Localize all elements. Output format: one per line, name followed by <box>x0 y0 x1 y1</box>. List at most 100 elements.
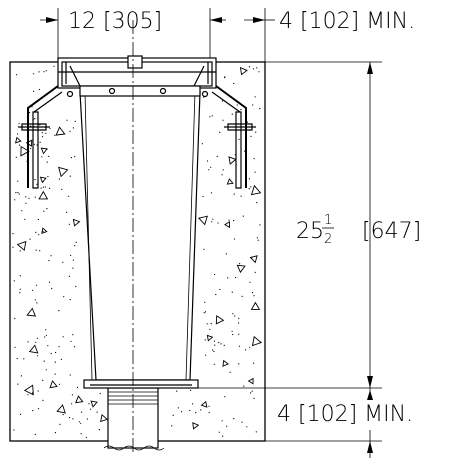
aggregate-dot <box>259 224 261 226</box>
aggregate-dot <box>218 341 220 344</box>
aggregate-dot <box>34 433 36 436</box>
aggregate-dot <box>72 418 74 420</box>
aggregate-dot <box>195 412 197 414</box>
aggregate-dot <box>209 116 211 118</box>
aggregate-dot <box>75 285 77 288</box>
aggregate-stone <box>56 404 66 414</box>
aggregate-dot <box>55 351 57 354</box>
aggregate-dot <box>213 340 215 342</box>
aggregate-dot <box>220 343 222 345</box>
aggregate-dot <box>34 118 36 120</box>
aggregate-stone <box>14 136 22 144</box>
aggregate-dot <box>44 186 47 188</box>
aggregate-dot <box>224 77 226 79</box>
aggregate-dot <box>37 355 39 357</box>
aggregate-dot <box>17 383 19 385</box>
aggregate-dot <box>13 280 15 282</box>
aggregate-dot <box>256 67 258 69</box>
aggregate-dot <box>246 426 248 428</box>
aggregate-stone <box>206 334 214 342</box>
aggregate-dot <box>250 392 252 394</box>
aggregate-dot <box>85 436 87 439</box>
aggregate-stone <box>200 400 208 408</box>
aggregate-dot <box>251 292 254 294</box>
aggregate-dot <box>19 250 21 252</box>
aggregate-dot <box>70 254 72 257</box>
aggregate-dot <box>200 409 202 411</box>
aggregate-dot <box>72 334 74 336</box>
aggregate-dot <box>253 158 255 160</box>
aggregate-dot <box>38 234 40 236</box>
aggregate-dot <box>49 127 51 129</box>
aggregate-dot <box>42 186 45 188</box>
aggregate-dot <box>48 155 50 157</box>
aggregate-dot <box>36 337 39 339</box>
aggregate-dot <box>189 409 191 412</box>
aggregate-dot <box>243 385 245 387</box>
aggregate-dot <box>238 345 240 347</box>
aggregate-dot <box>238 322 240 324</box>
aggregate-dot <box>35 231 37 233</box>
aggregate-dot <box>248 66 251 68</box>
aggregate-dot <box>226 425 228 427</box>
aggregate-dot <box>177 407 179 409</box>
aggregate-dot <box>72 267 74 269</box>
aggregate-dot <box>211 115 213 117</box>
aggregate-dot <box>251 390 253 392</box>
aggregate-dot <box>214 273 216 276</box>
aggregate-dot <box>214 344 216 346</box>
outlet-pipe <box>103 387 165 451</box>
aggregate-dot <box>51 287 53 290</box>
aggregate-dot <box>60 358 62 360</box>
aggregate-stone <box>41 227 48 234</box>
aggregate-dot <box>210 166 212 168</box>
aggregate-dot <box>219 288 221 291</box>
aggregate-dot <box>58 310 60 312</box>
aggregate-dot <box>19 275 21 277</box>
aggregate-dot <box>40 187 42 189</box>
aggregate-dot <box>17 191 19 194</box>
aggregate-dot <box>71 394 73 396</box>
aggregate-dot <box>222 169 224 171</box>
aggregate-dot <box>54 361 56 363</box>
dimension-bottom-clearance-label: 4 [102] MIN. <box>277 402 413 427</box>
aggregate-dot <box>19 413 22 415</box>
aggregate-dot <box>171 425 173 427</box>
aggregate-dot <box>227 277 229 279</box>
aggregate-dot <box>180 411 183 413</box>
aggregate-dot <box>43 71 45 73</box>
aggregate-dot <box>252 104 254 106</box>
aggregate-stone <box>236 264 246 274</box>
aggregate-dot <box>254 96 256 98</box>
aggregate-dot <box>34 179 36 181</box>
aggregate-dot <box>239 263 241 265</box>
aggregate-dot <box>212 349 214 351</box>
aggregate-dot <box>210 323 212 325</box>
aggregate-dot <box>215 293 217 296</box>
aggregate-dot <box>35 249 37 251</box>
aggregate-dot <box>73 346 76 348</box>
aggregate-dot <box>206 160 209 162</box>
aggregate-dot <box>69 416 71 419</box>
aggregate-stone <box>58 166 69 178</box>
aggregate-dot <box>30 147 32 150</box>
aggregate-dot <box>201 143 203 145</box>
aggregate-dot <box>221 100 223 102</box>
right-anchor-flange <box>211 85 256 189</box>
aggregate-dot <box>225 253 227 255</box>
aggregate-dot <box>245 349 247 351</box>
aggregate-dot <box>37 408 40 410</box>
aggregate-dot <box>202 195 204 198</box>
aggregate-dot <box>45 70 47 72</box>
aggregate-dot <box>12 246 14 248</box>
aggregate-dot <box>176 390 178 392</box>
aggregate-stone <box>250 301 261 310</box>
aggregate-dot <box>74 120 76 122</box>
aggregate-dot <box>45 369 47 371</box>
aggregate-dot <box>19 144 21 146</box>
left-anchor-flange <box>18 85 63 189</box>
aggregate-stone <box>222 359 229 367</box>
drain-body <box>79 91 201 389</box>
aggregate-dot <box>96 411 98 413</box>
aggregate-dot <box>208 169 210 171</box>
